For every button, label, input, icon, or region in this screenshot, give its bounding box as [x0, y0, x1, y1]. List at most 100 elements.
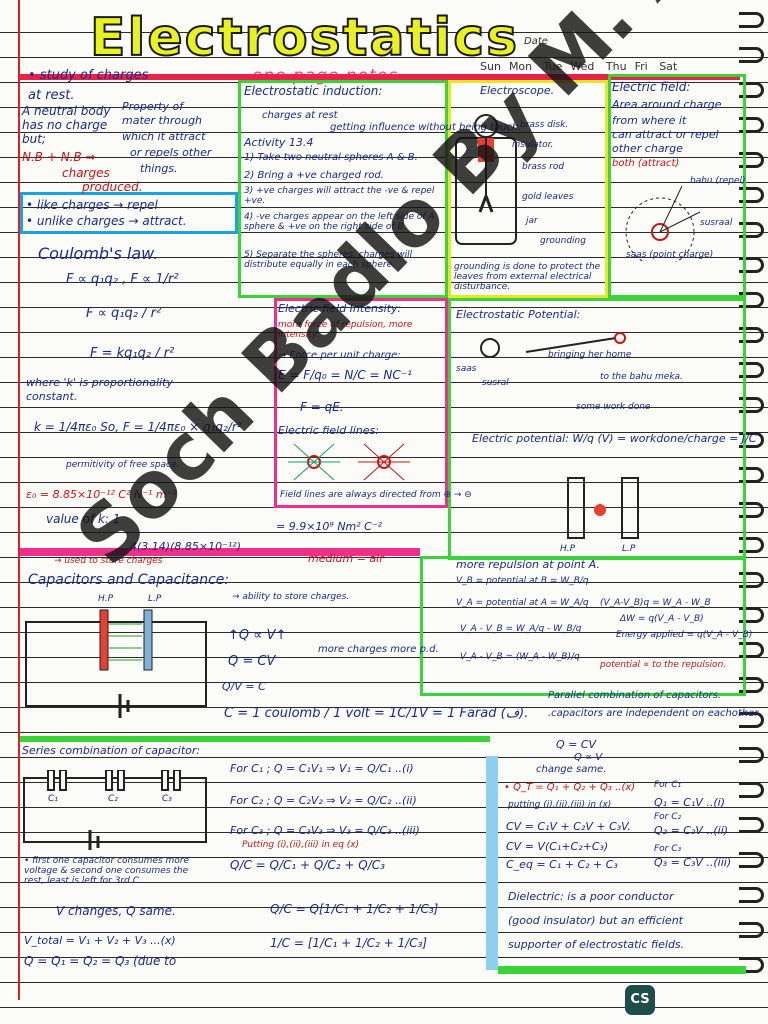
- section-heading: Electric field:: [612, 80, 691, 94]
- note-line: things.: [140, 162, 178, 175]
- formula: Electric potential: W/q (V) = workdone/c…: [472, 432, 757, 445]
- note-line: .capacitors are independent on eachother: [548, 708, 759, 719]
- formula: k = 1/4πε₀ So, F = 1/4πε₀ × q₁q₂/r²: [34, 420, 242, 434]
- date-label: Date: [524, 36, 548, 47]
- note-line: Putting (i),(ii),(iii) in eq (x): [242, 840, 360, 850]
- note-line: more force of repulsion, more intensity.: [278, 320, 413, 340]
- formula: F = kq₁q₂ / r²: [90, 346, 175, 361]
- note-line: at rest.: [28, 88, 75, 103]
- note-line: which it attract: [122, 130, 206, 143]
- formula: Q ∝ V: [574, 752, 603, 763]
- note-line: more repulsion at point A.: [456, 558, 600, 571]
- note-line: 1) Take two neutral spheres A & B.: [244, 152, 418, 163]
- diagram-label: brass rod: [522, 162, 565, 172]
- section-heading: Parallel combination of capacitors.: [548, 690, 722, 701]
- capacitor-circuit-diagram: [25, 609, 207, 718]
- formula: Q/C = Q/C₁ + Q/C₂ + Q/C₃: [230, 858, 385, 872]
- note-line: from where it: [612, 114, 687, 127]
- capacitor-divider: [20, 548, 420, 556]
- note-line: • study of charges: [28, 68, 149, 83]
- formula: V_A = potential at A = W_A/q: [456, 598, 589, 608]
- formula: Q = Q₁ = Q₂ = Q₃ (due to: [24, 954, 177, 968]
- diagram-label: brass disk.: [520, 120, 569, 130]
- series-divider: [20, 736, 490, 742]
- formula: • Q_T = Q₁ + Q₂ + Q₃ ..(x): [504, 782, 636, 793]
- formula: 1/C = [1/C₁ + 1/C₂ + 1/C₃]: [270, 936, 428, 950]
- electroscope-box: [448, 80, 608, 298]
- note-line: (good insulator) but an efficient: [508, 914, 683, 927]
- formula: 4(3.14)(8.85×10⁻¹²): [130, 540, 241, 553]
- section-heading: Electroscope.: [480, 84, 555, 97]
- intensity-box: [274, 298, 448, 508]
- formula: ↑Q ∝ V↑: [228, 628, 287, 643]
- note-line: potential ∝ to the repulsion.: [600, 660, 727, 670]
- note-line: → ability to store charges.: [232, 592, 350, 602]
- note-line: grounding is done to protect the leaves …: [454, 262, 601, 292]
- red-margin-line: [18, 0, 20, 1000]
- note-line: or repels other: [130, 146, 212, 159]
- diagram-label: susraal: [700, 218, 733, 228]
- formula: F ∝ q₁q₂ / r²: [86, 306, 162, 321]
- formula: F ∝ q₁q₂ , F ∝ 1/r²: [66, 272, 179, 287]
- note-line: can attract or repel: [612, 128, 719, 141]
- note-line: constant.: [26, 390, 78, 403]
- formula: = 9.9×10⁹ Nm² C⁻²: [276, 520, 383, 533]
- section-heading: Electric field Intensity:: [278, 302, 402, 315]
- series-circuit-diagram: [23, 770, 207, 850]
- electroscope-diagram: [455, 114, 517, 245]
- weekday: Sun: [480, 60, 501, 73]
- note-line: 3) +ve charges will attract the -ve & re…: [244, 186, 435, 206]
- diagram-label: H.P: [98, 594, 114, 604]
- note-line: change same.: [536, 764, 607, 775]
- note-line: permitivity of free space.: [66, 460, 180, 470]
- formula: Q/V = C: [222, 680, 266, 693]
- note-line: Field lines are always directed from ⊕ →…: [280, 490, 472, 500]
- section-heading: Electrostatic induction:: [244, 84, 383, 98]
- field-box: [608, 74, 746, 298]
- diagram-label: H.P: [560, 544, 576, 554]
- note-line: supporter of electrostatic fields.: [508, 938, 685, 951]
- diagram-label: gold leaves: [522, 192, 574, 202]
- diagram-label: L.P: [622, 544, 636, 554]
- weekday: Fri: [634, 60, 648, 73]
- note-line: produced.: [82, 180, 143, 194]
- note-line: • first one capacitor consumes more volt…: [24, 856, 190, 886]
- page-title: Electrostatics: [89, 7, 520, 69]
- formula: V_B = potential at B = W_B/q: [456, 576, 589, 586]
- weekday: Thu: [605, 60, 627, 73]
- section-heading: Capacitors and Capacitance:: [28, 572, 230, 588]
- formula: V_total = V₁ + V₂ + V₃ ...(x): [24, 934, 176, 947]
- formula: Q/C = Q[1/C₁ + 1/C₂ + 1/C₃]: [270, 902, 439, 916]
- section-heading: Electrostatic Potential:: [456, 308, 581, 321]
- diagram-label: insulator.: [512, 140, 554, 150]
- note-line: mater through: [122, 114, 203, 127]
- weekday: Tue: [543, 60, 563, 73]
- formula: value of k: 1: [46, 512, 121, 526]
- field-diagram: [625, 185, 701, 262]
- note-line: where 'k' is proportionality: [26, 376, 173, 389]
- formula: C_eq = C₁ + C₂ + C₃: [506, 858, 618, 871]
- formula: For C₂ ; Q = C₂V₂ ⇒ V₂ = Q/C₂ ..(ii): [230, 794, 417, 807]
- note-line: • unlike charges → attract.: [26, 214, 187, 228]
- charges-rules-box: [20, 192, 238, 234]
- diagram-label: L.P: [148, 594, 162, 604]
- note-line: charges: [62, 166, 110, 180]
- formula: For C₁ ; Q = C₁V₁ ⇒ V₁ = Q/C₁ ..(i): [230, 762, 414, 775]
- note-line: but;: [22, 132, 46, 146]
- note-line: → used to store charges: [54, 556, 163, 566]
- formula: For C₂: [654, 812, 682, 822]
- note-line: N.B + N.B ⇒: [22, 150, 96, 164]
- note-line: medium = air: [308, 552, 384, 565]
- dielectric-underline: [498, 966, 746, 974]
- note-line: 2) Bring a +ve charged rod.: [244, 170, 384, 181]
- formula: Energy applied = q(V_A - V_B): [616, 630, 753, 640]
- section-heading: Coulomb's law.: [38, 244, 159, 263]
- note-line: more charges more p.d.: [318, 644, 439, 655]
- note-line: other charge: [612, 142, 683, 155]
- diagram-label: jar: [526, 216, 538, 226]
- weekday: Mon: [508, 60, 533, 73]
- note-line: → Force per unit charge:: [278, 350, 401, 361]
- weekday: Sat: [659, 60, 678, 73]
- formula: For C₃: [654, 844, 682, 854]
